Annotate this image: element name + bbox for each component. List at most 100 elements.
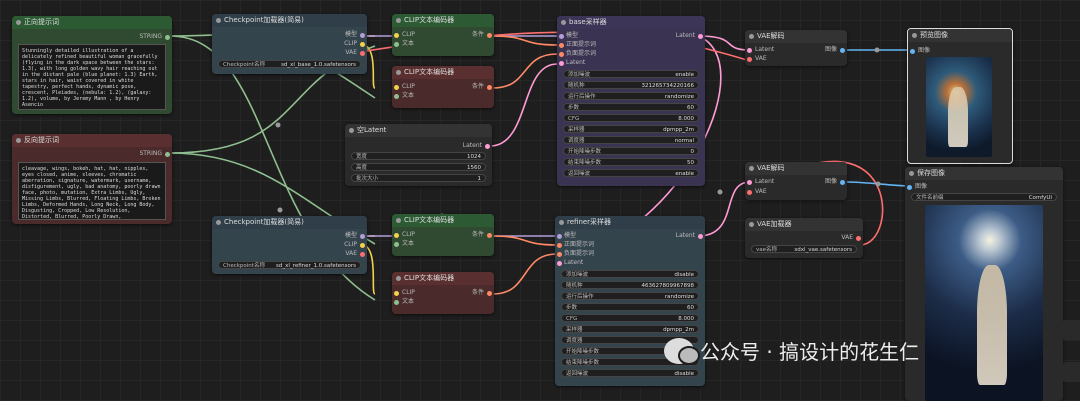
clip-text-encode-node-4[interactable]: CLIP文本编码器 CLIP 文本 条件 — [392, 272, 494, 314]
output-vae-port[interactable] — [360, 252, 365, 257]
output-vae-port[interactable] — [856, 236, 861, 241]
output-model-port[interactable] — [360, 234, 365, 239]
clip-text-encode-node-2[interactable]: CLIP文本编码器 CLIP 文本 条件 — [392, 66, 494, 108]
input-clip-port[interactable] — [394, 233, 399, 238]
input-vae-label: VAE — [755, 55, 767, 62]
checkpoint-name-select[interactable]: Checkpoint名称 sd_xl_refiner_1.0.safetenso… — [218, 261, 361, 269]
input-latent-port[interactable] — [747, 180, 752, 185]
input-text-label: 文本 — [402, 298, 415, 305]
checkpoint-name-select[interactable]: Checkpoint名称 sd_xl_base_1.0.safetensors — [218, 60, 361, 68]
side-panel-stub-2[interactable] — [1062, 362, 1080, 382]
end-step-input[interactable]: 结束降噪步数 — [561, 358, 699, 366]
prompt-textarea[interactable]: cleavage, wings, bokeh, hat, hat, nipple… — [18, 162, 166, 220]
input-image-port[interactable] — [910, 49, 915, 54]
input-model-port[interactable] — [557, 234, 562, 239]
input-positive-label: 正面提示词 — [564, 241, 595, 248]
input-model-port[interactable] — [559, 34, 564, 39]
input-vae-port[interactable] — [747, 57, 752, 62]
output-clip-port[interactable] — [360, 42, 365, 47]
output-string-port[interactable] — [165, 152, 170, 157]
positive-prompt-node[interactable]: 正向提示词 STRING Stunningly detailed illustr… — [12, 16, 172, 114]
output-clip-port[interactable] — [360, 243, 365, 248]
output-image-port[interactable] — [840, 180, 845, 185]
input-text-port[interactable] — [394, 242, 399, 247]
output-vae-port[interactable] — [360, 51, 365, 56]
vae-name-select[interactable]: vae名称 sdxl_vae.safetensors — [751, 245, 857, 253]
input-text-port[interactable] — [394, 42, 399, 47]
input-vae-port[interactable] — [747, 190, 752, 195]
output-string-label: STRING — [139, 33, 162, 40]
clip-text-encode-node-3[interactable]: CLIP文本编码器 CLIP 文本 条件 — [392, 214, 494, 256]
base-sampler-node[interactable]: base采样器 Latent 模型 正面提示词 负面提示词 Latent 添加噪… — [557, 16, 705, 186]
input-latent-port[interactable] — [747, 48, 752, 53]
input-text-port[interactable] — [394, 300, 399, 305]
negative-prompt-node[interactable]: 反向提示词 STRING cleavage, wings, bokeh, hat… — [12, 134, 172, 224]
widget-value: 1 — [477, 176, 482, 182]
checkpoint-loader-base-node[interactable]: Checkpoint加载器(简易) 模型 CLIP VAE Checkpoint… — [212, 14, 367, 74]
output-model-label: 模型 — [344, 31, 357, 38]
input-positive-port[interactable] — [559, 43, 564, 48]
output-cond-port[interactable] — [487, 291, 492, 296]
input-latent-port[interactable] — [559, 61, 564, 66]
side-panel-stub[interactable] — [1062, 320, 1080, 340]
output-latent-port[interactable] — [485, 144, 490, 149]
preview-image-node[interactable]: 预览图像 图像 — [907, 28, 1013, 164]
vae-decode-node-2[interactable]: VAE解码 Latent VAE 图像 — [745, 162, 847, 200]
output-latent-port[interactable] — [698, 234, 703, 239]
input-latent-label: Latent — [755, 46, 775, 53]
widget-label: 调度器 — [566, 338, 583, 344]
output-model-port[interactable] — [360, 33, 365, 38]
input-text-port[interactable] — [394, 94, 399, 99]
output-string-port[interactable] — [165, 35, 170, 40]
output-cond-port[interactable] — [487, 233, 492, 238]
widget-label: vae名称 — [756, 247, 778, 253]
input-latent-port[interactable] — [557, 261, 562, 266]
input-negative-port[interactable] — [559, 52, 564, 57]
checkpoint-loader-refiner-node[interactable]: Checkpoint加载器(简易) 模型 CLIP VAE Checkpoint… — [212, 216, 367, 274]
output-latent-port[interactable] — [698, 34, 703, 39]
input-clip-label: CLIP — [402, 231, 415, 238]
widget-value: randomize — [664, 94, 694, 100]
node-title: CLIP文本编码器 — [392, 66, 494, 79]
input-clip-port[interactable] — [394, 85, 399, 90]
output-cond-port[interactable] — [487, 85, 492, 90]
output-image-port[interactable] — [840, 48, 845, 53]
output-cond-port[interactable] — [487, 33, 492, 38]
prompt-textarea[interactable]: Stunningly detailed illustration of a de… — [18, 44, 166, 110]
scheduler-select[interactable]: 调度器 — [561, 336, 699, 344]
widget-value: sdxl_vae.safetensors — [794, 247, 852, 253]
input-negative-port[interactable] — [557, 252, 562, 257]
output-vae-label: VAE — [345, 49, 357, 56]
input-positive-port[interactable] — [557, 243, 562, 248]
clip-text-encode-node-1[interactable]: CLIP文本编码器 CLIP 文本 条件 — [392, 14, 494, 56]
vae-decode-node-1[interactable]: VAE解码 Latent VAE 图像 — [745, 30, 847, 66]
input-image-port[interactable] — [907, 185, 912, 190]
input-clip-port[interactable] — [394, 33, 399, 38]
input-clip-port[interactable] — [394, 291, 399, 296]
widget-label: 添加噪波 — [566, 272, 589, 278]
